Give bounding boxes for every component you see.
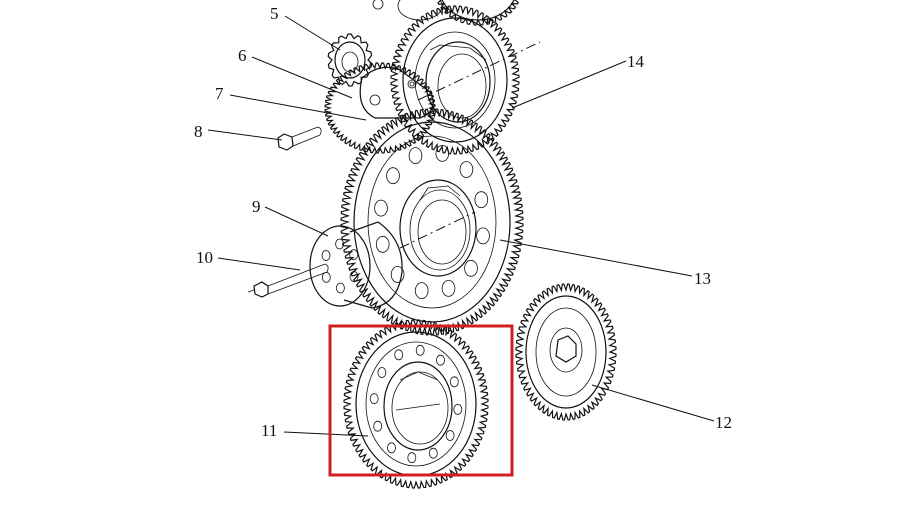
plate-7 [359,66,434,119]
hub-9 [309,221,403,309]
bolt-hole [349,271,359,282]
leader-lines [207,15,715,437]
leader-13 [499,239,693,277]
gear-12 [525,295,607,409]
bolt-hole [435,144,450,162]
bolt-hole [386,167,400,185]
gear-11-bolt-holes [369,344,463,464]
leader-9 [264,206,329,237]
bolt-hole [374,199,388,217]
bolt-hole [369,393,379,405]
leader-12 [591,384,715,422]
callout-12: 12 [715,413,732,432]
gear-14 [402,17,541,143]
bolt-hole [415,344,425,356]
bolt-hole [414,282,429,300]
bolt-hole [373,420,383,432]
bolt-hole [321,271,331,283]
bolt-hole [474,191,489,209]
callout-7: 7 [215,84,224,103]
bolt-8 [277,126,322,151]
bolt-hole [321,250,331,261]
gear11-teeth-outline [343,319,489,489]
gear13-teeth-outline [340,108,524,336]
bolt-hole [377,367,387,378]
gear-13-bolt-holes [374,144,490,300]
bolt-hole [335,238,345,250]
gear-6-teeth [324,62,436,154]
leader-11 [283,431,369,437]
bolt-hole [464,259,478,277]
bolt-hole [394,349,404,361]
bolt-hole [387,442,396,454]
bolt-hole [441,279,456,297]
bolt-hole [459,161,474,178]
leader-5 [284,15,341,51]
highlight-box-part-11 [328,324,514,477]
gear-14-teeth [390,5,520,155]
gear14-teeth-outline [390,5,520,155]
bolt-hole [449,376,459,388]
callout-13: 13 [694,269,711,288]
gear-top-teeth [437,0,519,26]
bolt-hole [390,266,405,283]
leader-7 [229,94,367,121]
callout-14: 14 [627,52,645,71]
bolt-hole [375,235,390,253]
callout-10: 10 [196,248,213,267]
gear-13 [353,121,511,323]
gear-11-teeth [343,319,489,489]
leader-10 [217,257,301,271]
leader-8 [207,129,283,141]
callout-labels: 5 6 7 8 9 10 11 12 13 14 [194,4,732,440]
leader-14 [511,60,627,109]
gear12-teeth-outline [515,283,617,421]
gear-11 [355,331,477,477]
bolt-hole [436,354,445,366]
bolt-hole [428,447,438,459]
gear-5 [334,41,366,79]
bolt-hole [453,403,463,415]
gear-12-teeth [515,283,617,421]
callout-8: 8 [194,122,203,141]
bolt-hole [408,147,423,165]
callout-5: 5 [270,4,279,23]
leader-6 [251,56,353,99]
bolt-10 [247,263,329,298]
bolt-hole [407,452,417,464]
callout-11: 11 [261,421,277,440]
bolt-hole [476,227,490,245]
bolt-hole [335,282,345,294]
bolt-hole [445,430,455,441]
gear-top-teeth-outline [437,0,519,26]
gear-13-teeth [340,108,524,336]
gear6-teeth-outline [324,62,436,154]
bolt-hole [349,249,359,261]
callout-9: 9 [252,197,261,216]
callout-6: 6 [238,46,247,65]
